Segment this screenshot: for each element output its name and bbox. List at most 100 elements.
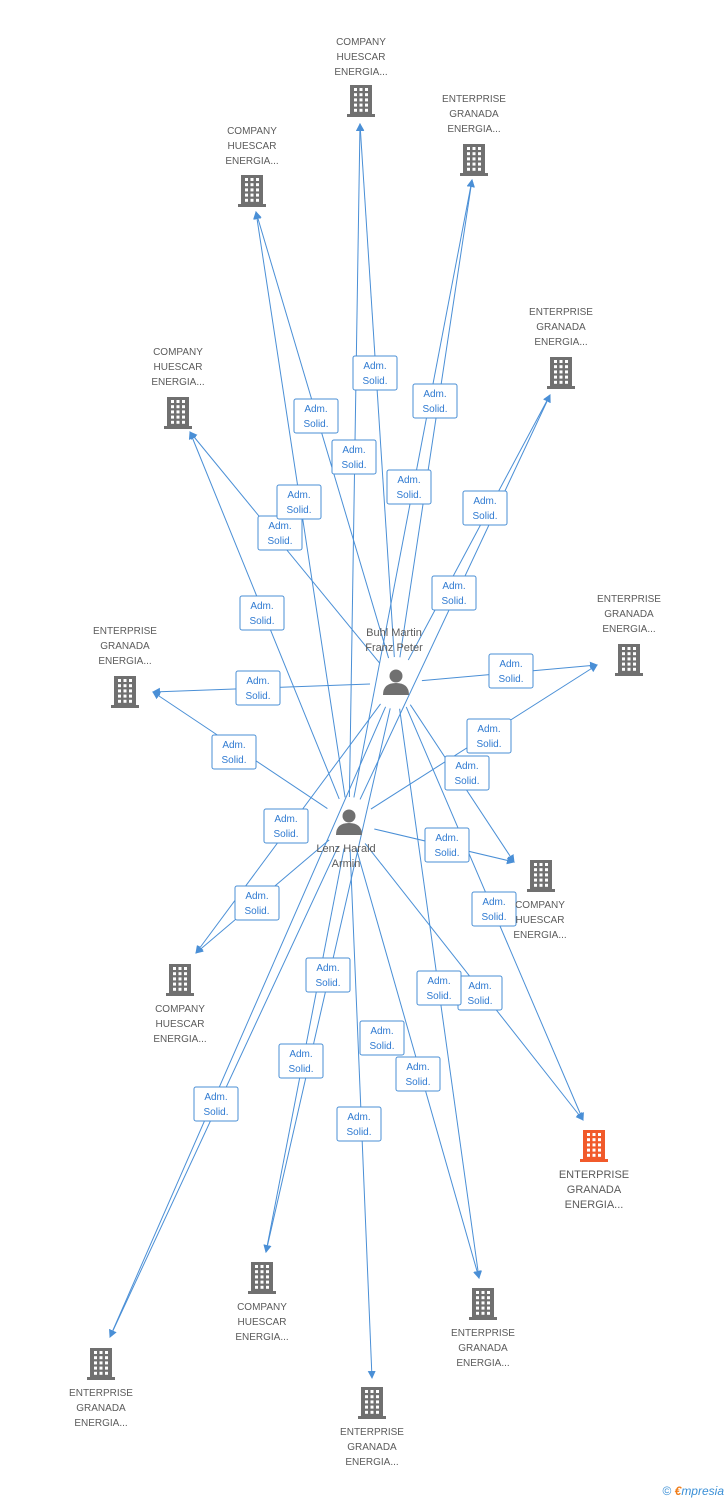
edge-label-line: Solid.	[396, 490, 421, 501]
edge-label-line: Adm.	[397, 475, 420, 486]
edge-label-line: Adm.	[250, 601, 273, 612]
building-icon-c12[interactable]	[469, 1288, 497, 1320]
edge-label-line: Adm.	[455, 761, 478, 772]
edge-label-p2-c8[interactable]: Adm.Solid.	[424, 827, 470, 863]
building-icon-c10[interactable]	[580, 1130, 608, 1162]
edge-label-p2-c6[interactable]: Adm.Solid.	[466, 718, 512, 754]
edge-label-line: Adm.	[316, 963, 339, 974]
edge-label-p2-c4[interactable]: Adm.Solid.	[431, 575, 477, 611]
building-icon-c2[interactable]	[460, 144, 488, 176]
edge-label-line: Solid.	[244, 906, 269, 917]
edge-label-p1-c7[interactable]: Adm.Solid.	[235, 670, 281, 706]
edge-label-line: Adm.	[427, 976, 450, 987]
edge-label-p2-c1[interactable]: Adm.Solid.	[257, 515, 303, 551]
edge-label-p1-c12[interactable]: Adm. Solid.	[416, 970, 462, 1006]
edge-label-line: Adm.	[499, 659, 522, 670]
building-icon-c14[interactable]	[358, 1387, 386, 1419]
edge-label-line: Solid.	[467, 996, 492, 1007]
building-icon-c3[interactable]	[238, 175, 266, 207]
edge-label-p1-c1[interactable]: Adm.Solid.	[293, 398, 339, 434]
building-icon-c7[interactable]	[111, 676, 139, 708]
edge-label-line: Solid.	[476, 739, 501, 750]
edge-label-line: Adm.	[304, 404, 327, 415]
edge-label-line: Adm.	[423, 389, 446, 400]
edge-label-p2-c7[interactable]: Adm.Solid.	[211, 734, 257, 770]
person-icon-p2[interactable]	[336, 809, 362, 836]
edge-label-line: Solid.	[454, 776, 479, 787]
edge-label-p2-c14[interactable]: Adm.Solid.	[193, 1086, 239, 1122]
building-icon-c11[interactable]	[248, 1262, 276, 1294]
edge-label-line: Solid.	[346, 1127, 371, 1138]
edge-label-p2-c10[interactable]: Adm. Solid.	[457, 975, 503, 1011]
edge-label-line: Solid.	[481, 912, 506, 923]
edge-p1-c3	[254, 211, 390, 659]
edge-label-p1-c13[interactable]: Adm.Solid.	[359, 1020, 405, 1056]
building-icon-c9[interactable]	[166, 964, 194, 996]
edge-label-line: Solid.	[422, 404, 447, 415]
brand-logo-text[interactable]: mpresia	[681, 1484, 724, 1498]
edge-label-p1-c5[interactable]: Adm.Solid.	[276, 484, 322, 520]
edge-label-line: Adm.	[468, 981, 491, 992]
edge-label-line: Adm.	[370, 1026, 393, 1037]
building-icon-c13[interactable]	[87, 1348, 115, 1380]
edge-label-p2-c9[interactable]: Adm.Solid.	[234, 885, 280, 921]
edge-p1-c1	[356, 123, 395, 658]
person-icon-p1[interactable]	[383, 669, 409, 696]
edge-label-line: Adm.	[289, 1049, 312, 1060]
edge-label-p1-c8[interactable]: Adm. Solid.	[444, 755, 490, 791]
edge-label-p1-c9[interactable]: Adm. Solid.	[263, 808, 309, 844]
edge-labels-layer: Adm. Solid. Adm. Solid. Adm. Solid. Adm. Solid.…	[193, 355, 534, 1142]
edge-label-p2-c11[interactable]: Adm. Solid.	[278, 1043, 324, 1079]
building-icon-c4[interactable]	[547, 357, 575, 389]
edge-label-line: Adm.	[482, 897, 505, 908]
edge-label-line: Adm.	[347, 1112, 370, 1123]
edge-label-line: Adm.	[406, 1062, 429, 1073]
edge-label-line: Solid.	[203, 1107, 228, 1118]
edge-label-line: Solid.	[267, 536, 292, 547]
edge-p1-c13	[109, 706, 387, 1338]
edge-label-line: Solid.	[288, 1064, 313, 1075]
edge-label-p1-c4[interactable]: Adm.Solid.	[462, 490, 508, 526]
brand-logo-initial[interactable]: €	[674, 1484, 682, 1498]
edge-label-p2-c13[interactable]: Adm. Solid.	[336, 1106, 382, 1142]
edge-label-p1-c10[interactable]: Adm. Solid.	[471, 891, 517, 927]
edge-label-line: Adm.	[342, 445, 365, 456]
edge-label-line: Solid.	[362, 376, 387, 387]
edge-label-line: Solid.	[426, 991, 451, 1002]
edge-label-line: Solid.	[245, 691, 270, 702]
edge-label-line: Solid.	[315, 978, 340, 989]
edge-label-p1-c3[interactable]: Adm.Solid.	[352, 355, 398, 391]
edge-p1-c2	[399, 179, 475, 658]
edge-label-p2-c5[interactable]: Adm.Solid.	[239, 595, 285, 631]
building-icon-c6[interactable]	[615, 644, 643, 676]
building-icon-c8[interactable]	[527, 860, 555, 892]
edge-label-line: Solid.	[434, 848, 459, 859]
edge-label-line: Solid.	[405, 1077, 430, 1088]
edge-label-p1-c2[interactable]: Adm. Solid.	[412, 383, 458, 419]
edge-label-p2-c3[interactable]: Adm.Solid.	[331, 439, 377, 475]
edge-label-p1-c6[interactable]: Adm.Solid.	[488, 653, 534, 689]
edge-label-line: Adm.	[473, 496, 496, 507]
edge-p1-c4	[407, 394, 551, 661]
edge-label-p2-c12[interactable]: Adm. Solid.	[395, 1056, 441, 1092]
edge-label-line: Solid.	[221, 755, 246, 766]
building-icon-c1[interactable]	[347, 85, 375, 117]
edge-label-line: Adm.	[274, 814, 297, 825]
edge-label-line: Solid.	[273, 829, 298, 840]
edge-label-p2-c2[interactable]: Adm. Solid.	[386, 469, 432, 505]
edge-label-p1-c11[interactable]: Adm. Solid.	[305, 957, 351, 993]
building-icon-c5[interactable]	[164, 397, 192, 429]
